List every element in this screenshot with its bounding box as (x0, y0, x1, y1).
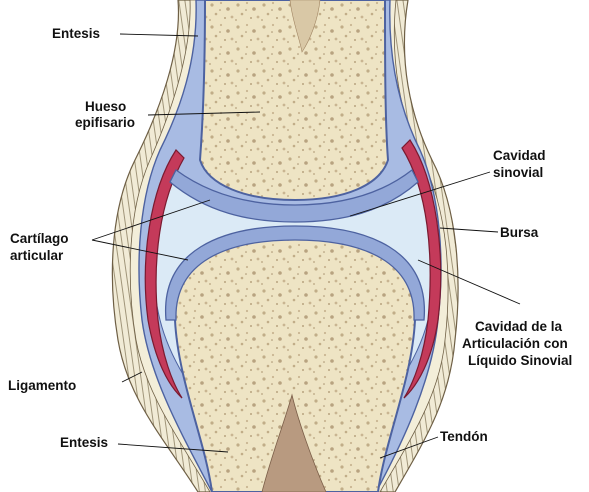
label-cartilago-articular-2: articular (10, 248, 64, 263)
upper-bone (200, 0, 388, 200)
label-hueso-epifisario-2: epifisario (75, 115, 135, 130)
label-cavidad-articulacion-3: Líquido Sinovial (468, 353, 572, 368)
label-cavidad-articulacion-1: Cavidad de la (475, 319, 563, 334)
label-ligamento: Ligamento (8, 378, 76, 393)
label-tendon: Tendón (440, 429, 488, 444)
label-cavidad-sinovial-2: sinovial (493, 165, 543, 180)
label-cavidad-sinovial-1: Cavidad (493, 148, 546, 163)
label-entesis-bottom: Entesis (60, 435, 108, 450)
label-cavidad-articulacion-2: Articulación con (462, 336, 568, 351)
label-cartilago-articular-1: Cartílago (10, 231, 69, 246)
label-entesis-top: Entesis (52, 26, 100, 41)
label-hueso-epifisario-1: Hueso (85, 99, 126, 114)
label-bursa: Bursa (500, 225, 539, 240)
